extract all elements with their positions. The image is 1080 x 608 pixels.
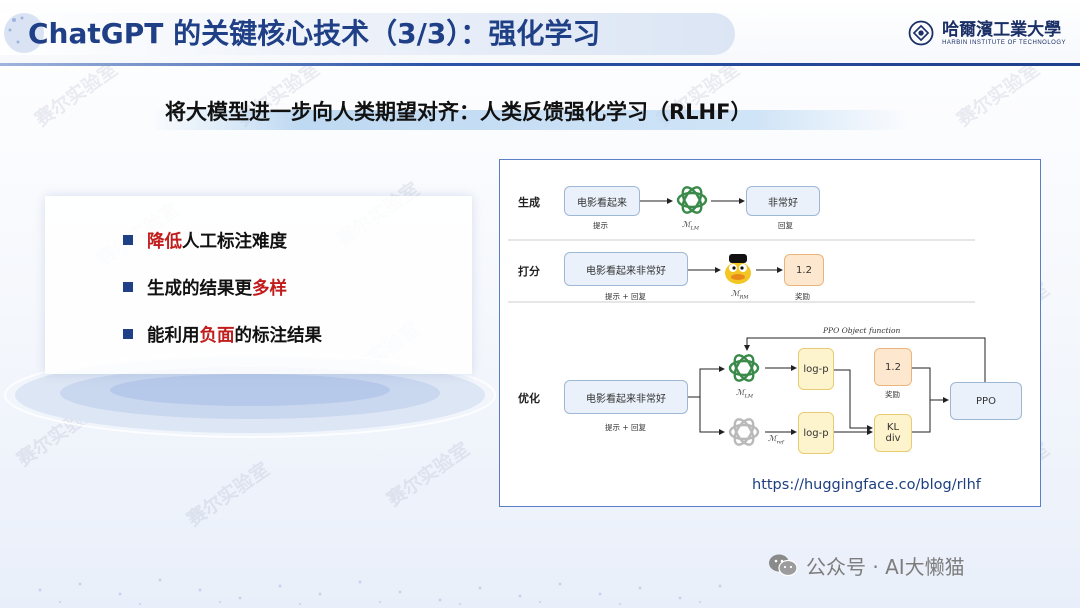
prompt-box: 电影看起来 — [564, 186, 640, 216]
row-label-score: 打分 — [518, 265, 540, 278]
bullet-text: 的标注结果 — [234, 325, 323, 346]
watermark: 赛尔实验室 — [383, 438, 474, 511]
bullet-highlight: 负面 — [199, 325, 235, 346]
emblem-icon — [908, 20, 934, 46]
reward-model-icon — [725, 254, 751, 284]
watermark-text: 公众号 · AI大懒猫 — [806, 554, 965, 579]
key-points-list: 降低人工标注难度 生成的结果更多样 能利用负面的标注结果 — [123, 228, 322, 369]
prompt-reply-box: 电影看起来非常好 — [564, 380, 688, 414]
watermark: 赛尔实验室 — [31, 58, 122, 131]
university-name: 哈爾濱工業大學 — [942, 20, 1062, 40]
university-name-en: HARBIN INSTITUTE OF TECHNOLOGY — [942, 40, 1066, 46]
bullet-text: 生成的结果更 — [147, 278, 252, 299]
list-item: 生成的结果更多样 — [123, 275, 322, 299]
prompt-reply-caption: 提示 + 回复 — [605, 292, 647, 301]
logp-box: log-p — [798, 348, 834, 390]
openai-logo-icon — [728, 354, 760, 382]
lm-model-label: ℳLM — [682, 220, 700, 232]
decorative-dots — [38, 578, 722, 605]
page-title: ChatGPT 的关键核心技术（3/3）：强化学习 — [28, 14, 600, 54]
openai-logo-icon — [676, 186, 708, 214]
openai-logo-grey-icon — [728, 418, 760, 446]
bullet-highlight: 多样 — [252, 278, 287, 299]
reward-box: 1.2 — [874, 348, 912, 386]
diagram-lines — [508, 198, 986, 435]
university-logo: 哈爾濱工業大學 HARBIN INSTITUTE OF TECHNOLOGY — [906, 15, 1066, 51]
key-points-card: 降低人工标注难度 生成的结果更多样 能利用负面的标注结果 — [45, 196, 472, 374]
watermark: 赛尔实验室 — [183, 458, 274, 531]
page-title-main: ChatGPT 的关键核心技术（3/3）： — [28, 17, 489, 50]
kl-label: KL — [886, 422, 900, 433]
wechat-icon — [769, 554, 798, 577]
kl-div-box: KL div — [874, 414, 912, 452]
rm-model-label: ℳRM — [731, 289, 749, 301]
reward-caption: 奖励 — [795, 292, 810, 301]
list-item: 能利用负面的标注结果 — [123, 322, 322, 346]
logp-box: log-p — [798, 412, 834, 454]
subtitle: 将大模型进一步向人类期望对齐：人类反馈强化学习（RLHF） — [165, 100, 752, 124]
bullet-text: 人工标注难度 — [182, 231, 287, 252]
bullet-text: 能利用 — [147, 325, 200, 346]
bullet-highlight: 降低 — [147, 231, 182, 252]
reward-caption: 奖励 — [885, 390, 900, 399]
source-link[interactable]: https://huggingface.co/blog/rlhf — [752, 477, 981, 493]
decorative-dots — [4, 13, 44, 53]
watermark: 赛尔实验室 — [953, 58, 1044, 131]
ppo-objective-label: PPO Object function — [823, 326, 901, 335]
prompt-reply-box: 电影看起来非常好 — [564, 252, 688, 286]
reply-box: 非常好 — [746, 186, 820, 216]
list-item: 降低人工标注难度 — [123, 228, 322, 252]
ref-model-label: ℳref — [768, 434, 784, 446]
row-label-optimize: 优化 — [518, 392, 540, 405]
subtitle-highlight — [150, 110, 910, 130]
prompt-reply-caption: 提示 + 回复 — [605, 423, 647, 432]
div-label: div — [885, 433, 901, 444]
reply-caption: 回复 — [778, 221, 793, 230]
prompt-caption: 提示 — [593, 221, 608, 230]
row-label-generate: 生成 — [518, 196, 540, 209]
lm-model-label: ℳLM — [736, 388, 754, 400]
header-divider — [0, 63, 1080, 66]
square-bullet-icon — [123, 282, 133, 292]
ppo-box: PPO — [950, 382, 1022, 420]
page-title-accent: 强化学习 — [488, 17, 601, 50]
title-bar — [0, 13, 735, 55]
wechat-watermark: 公众号 · AI大懒猫 — [768, 550, 965, 580]
reward-box: 1.2 — [784, 254, 824, 286]
decorative-platform — [4, 352, 496, 438]
square-bullet-icon — [123, 329, 133, 339]
header: ChatGPT 的关键核心技术（3/3）：强化学习 哈爾濱工業大學 HARBIN… — [0, 0, 1080, 66]
square-bullet-icon — [123, 235, 133, 245]
rlhf-diagram: 生成 打分 优化 电影看起来 提示 ℳLM 非常好 回复 电影看起来非常好 提示… — [499, 159, 1041, 507]
